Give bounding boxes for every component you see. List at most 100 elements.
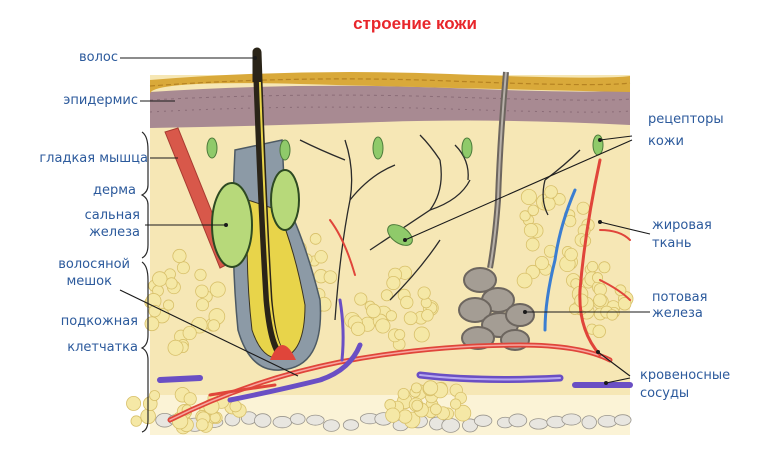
base-stone bbox=[322, 419, 340, 432]
fat-cell bbox=[207, 319, 220, 332]
fat-cell bbox=[450, 398, 462, 410]
base-stone bbox=[306, 414, 325, 426]
label-subcutaneous-1: подкожная bbox=[60, 314, 138, 329]
layer-brackets bbox=[140, 131, 149, 433]
fat-cell bbox=[397, 387, 410, 400]
fat-cell bbox=[194, 268, 207, 281]
fat-cell bbox=[144, 316, 160, 332]
fat-cell bbox=[386, 275, 401, 291]
fat-cell bbox=[130, 415, 142, 427]
label-vessels-2: сосуды bbox=[640, 386, 690, 401]
fat-cell bbox=[209, 281, 226, 298]
fat-cell bbox=[314, 250, 328, 264]
fat-cell bbox=[564, 247, 578, 262]
fat-cell bbox=[516, 272, 533, 289]
hair-shaft bbox=[252, 47, 287, 360]
fat-cell bbox=[422, 380, 439, 396]
fat-cell bbox=[606, 309, 618, 321]
surface-texture bbox=[149, 78, 631, 87]
fat-cell bbox=[182, 325, 197, 341]
label-follicle-2: мешок bbox=[66, 274, 112, 289]
fat-cell bbox=[527, 204, 539, 216]
fat-cell bbox=[421, 309, 434, 322]
fat-cell bbox=[385, 310, 397, 322]
fat-cell bbox=[149, 390, 161, 401]
label-hair: волос bbox=[78, 50, 118, 65]
sweat-gland-coil bbox=[458, 267, 535, 351]
nerve-endings bbox=[299, 134, 581, 321]
fat-cell bbox=[172, 248, 187, 264]
fat-cell bbox=[152, 271, 168, 287]
label-follicle-1: волосяной bbox=[58, 257, 130, 272]
base-stone bbox=[561, 413, 582, 426]
fat-cell bbox=[176, 261, 190, 275]
base-stone bbox=[290, 413, 306, 425]
label-fat-2: ткань bbox=[652, 236, 692, 251]
fat-cell bbox=[229, 400, 242, 413]
fat-cell bbox=[385, 407, 401, 423]
base-stone bbox=[508, 413, 528, 428]
base-stone bbox=[342, 419, 359, 431]
epidermis-texture bbox=[149, 94, 631, 101]
fat-cell bbox=[586, 261, 599, 273]
fat-cell bbox=[525, 237, 540, 252]
fat-cell bbox=[323, 270, 338, 284]
label-sebaceous-2: железа bbox=[89, 225, 140, 240]
epidermis-layer bbox=[150, 85, 630, 128]
diagram-title: строение кожи bbox=[353, 14, 477, 33]
fat-cell bbox=[183, 392, 197, 406]
label-smooth-muscle: гладкая мышца bbox=[39, 151, 148, 166]
fat-cell bbox=[167, 339, 184, 356]
fat-cell bbox=[544, 185, 558, 199]
fat-cell bbox=[398, 409, 413, 424]
sweat-duct-inner bbox=[489, 71, 507, 269]
base-stone bbox=[254, 413, 272, 428]
label-sweat-2: железа bbox=[652, 306, 703, 321]
base-stone bbox=[474, 414, 493, 427]
skin-surface bbox=[150, 72, 630, 94]
label-dermis: дерма bbox=[92, 183, 136, 198]
fat-cell bbox=[430, 403, 442, 416]
fat-cell bbox=[593, 293, 607, 307]
fat-cell bbox=[411, 399, 423, 412]
fat-cell bbox=[380, 289, 393, 302]
fat-cell bbox=[350, 321, 366, 336]
label-receptors-2: кожи bbox=[648, 134, 684, 149]
fat-cell bbox=[163, 299, 175, 311]
hair-shaft-highlight bbox=[258, 55, 283, 351]
base-stone bbox=[529, 418, 549, 430]
fat-cell bbox=[618, 297, 632, 311]
hair-papilla bbox=[270, 345, 296, 360]
base-stone bbox=[441, 418, 460, 433]
base-stone bbox=[613, 414, 632, 426]
fat-cell bbox=[592, 324, 606, 339]
fat-cell bbox=[413, 326, 430, 343]
leader-dots bbox=[224, 56, 608, 385]
fat-cell bbox=[165, 277, 178, 290]
base-stone bbox=[581, 415, 597, 430]
fat-cell bbox=[454, 404, 472, 422]
fat-cell bbox=[519, 210, 531, 222]
fat-cell bbox=[309, 233, 322, 245]
label-sebaceous-1: сальная bbox=[84, 208, 140, 223]
label-epidermis: эпидермис bbox=[63, 93, 138, 108]
base-stone bbox=[272, 416, 293, 429]
fat-cell bbox=[417, 286, 431, 300]
fat-cell bbox=[598, 261, 611, 274]
blood-vessels bbox=[157, 158, 633, 423]
label-subcutaneous-2: клетчатка bbox=[67, 340, 138, 355]
fat-cell bbox=[195, 418, 209, 431]
fat-cell bbox=[126, 395, 142, 411]
fat-cell bbox=[403, 311, 418, 326]
sebaceous-gland-2 bbox=[270, 169, 300, 231]
fat-cell bbox=[576, 201, 590, 215]
fat-cell bbox=[523, 223, 539, 238]
fat-cell bbox=[375, 318, 391, 334]
fat-cell bbox=[354, 292, 368, 306]
fat-cell bbox=[195, 284, 209, 299]
label-sweat-1: потовая bbox=[652, 290, 708, 305]
leader-lines bbox=[119, 57, 651, 384]
fat-cell bbox=[410, 382, 422, 394]
fat-cell bbox=[196, 298, 209, 312]
